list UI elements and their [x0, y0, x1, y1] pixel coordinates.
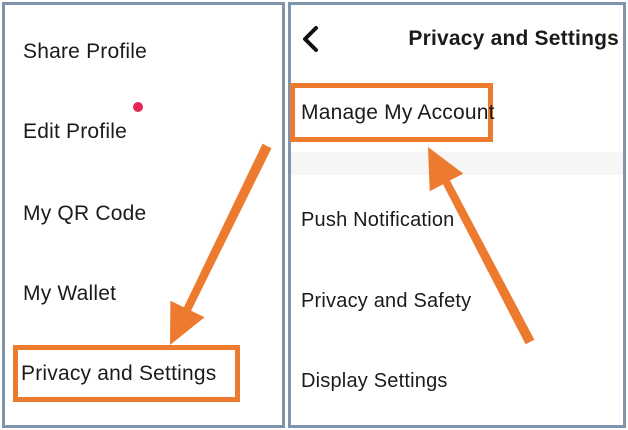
profile-menu-panel: Share Profile Edit Profile My QR Code My…: [2, 2, 285, 428]
menu-item-edit-profile[interactable]: Edit Profile: [23, 120, 127, 143]
settings-item-manage-my-account[interactable]: Manage My Account: [301, 100, 495, 124]
settings-item-display-settings[interactable]: Display Settings: [301, 370, 448, 392]
notification-dot-icon: [133, 102, 143, 112]
page-title: Privacy and Settings: [408, 27, 619, 50]
menu-item-my-wallet[interactable]: My Wallet: [23, 282, 117, 305]
settings-item-privacy-and-safety[interactable]: Privacy and Safety: [301, 290, 472, 312]
menu-item-share-profile[interactable]: Share Profile: [23, 40, 147, 63]
highlight-box-manage-account: Manage My Account: [290, 83, 495, 142]
highlight-box-privacy-settings: Privacy and Settings: [13, 345, 240, 402]
section-divider-band: [291, 152, 623, 175]
menu-item-privacy-and-settings[interactable]: Privacy and Settings: [21, 361, 217, 385]
menu-item-my-qr-code[interactable]: My QR Code: [23, 202, 147, 225]
settings-item-push-notification[interactable]: Push Notification: [301, 209, 455, 231]
back-button[interactable]: [299, 25, 325, 53]
chevron-left-icon: [303, 26, 318, 52]
privacy-settings-panel: Privacy and Settings Manage My Account P…: [288, 2, 626, 428]
screen-header: Privacy and Settings: [291, 5, 623, 75]
